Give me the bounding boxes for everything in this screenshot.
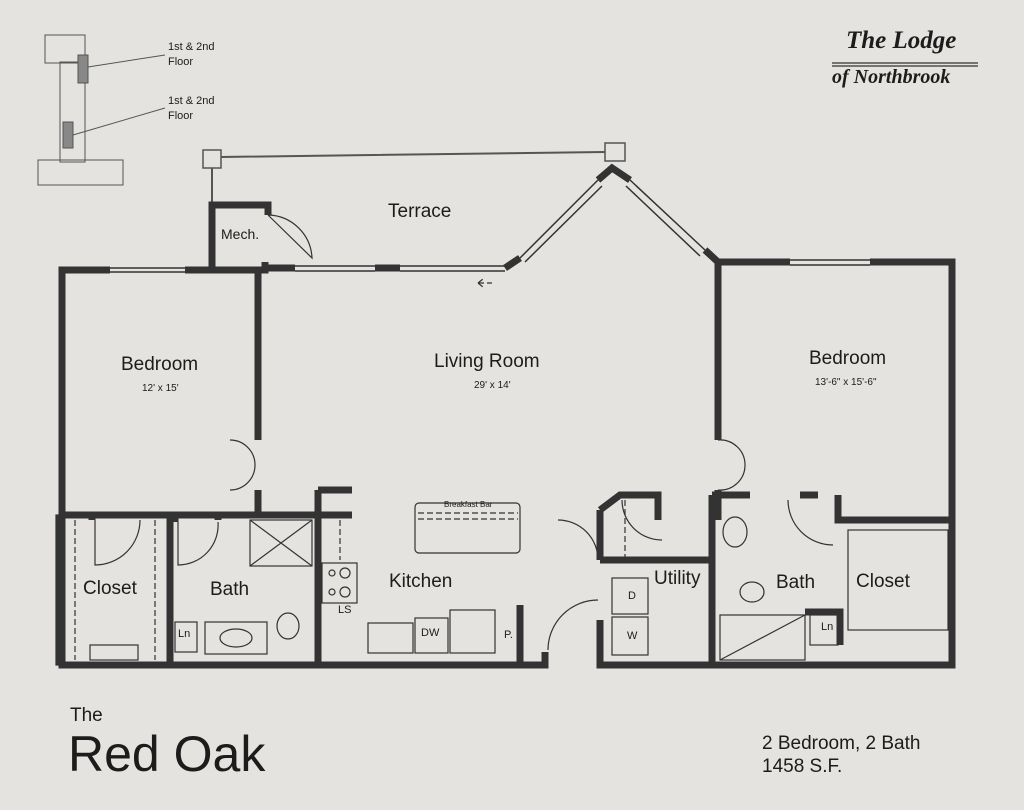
terrace-outline (202, 142, 626, 205)
keyplan-label-1: 1st & 2nd Floor (168, 41, 215, 68)
linen-left-label: Ln (178, 628, 191, 640)
bath-right-label: Bath (776, 572, 816, 593)
washer-label: W (627, 630, 638, 642)
lazy-susan-label: LS (338, 604, 352, 616)
dryer-label: D (628, 590, 636, 602)
brand-line2: of Northbrook (832, 66, 951, 88)
title-prefix: The (70, 705, 103, 726)
pantry-label: P. (504, 629, 513, 641)
title-rule (832, 62, 978, 67)
dishwasher-label: DW (421, 627, 440, 639)
bedroom-left-dim: 12' x 15' (142, 383, 179, 394)
beds-baths: 2 Bedroom, 2 Bath (762, 733, 921, 754)
closet-left-label: Closet (83, 578, 137, 599)
living-room-dim: 29' x 14' (474, 380, 511, 391)
utility-label: Utility (654, 568, 701, 589)
key-plan (37, 34, 166, 186)
closet-right-label: Closet (856, 571, 910, 592)
square-footage: 1458 S.F. (762, 756, 843, 777)
bedroom-right-dim: 13'-6" x 15'-6" (815, 377, 877, 388)
windows (110, 179, 870, 273)
bedroom-right-label: Bedroom (809, 348, 887, 369)
plan-name: Red Oak (68, 726, 266, 782)
mech-label: Mech. (221, 226, 260, 242)
walls (58, 163, 956, 669)
bedroom-left-label: Bedroom (121, 354, 199, 375)
bath-left-label: Bath (210, 579, 250, 600)
terrace-label: Terrace (388, 201, 452, 222)
doors-and-fixtures (55, 214, 949, 666)
kitchen-label: Kitchen (389, 571, 453, 592)
brand-line1: The Lodge (846, 27, 957, 54)
keyplan-label-2: 1st & 2nd Floor (168, 95, 215, 122)
breakfast-bar-label: Breakfast Bar (444, 500, 493, 509)
living-room-label: Living Room (434, 351, 540, 372)
linen-right-label: Ln (821, 621, 834, 633)
